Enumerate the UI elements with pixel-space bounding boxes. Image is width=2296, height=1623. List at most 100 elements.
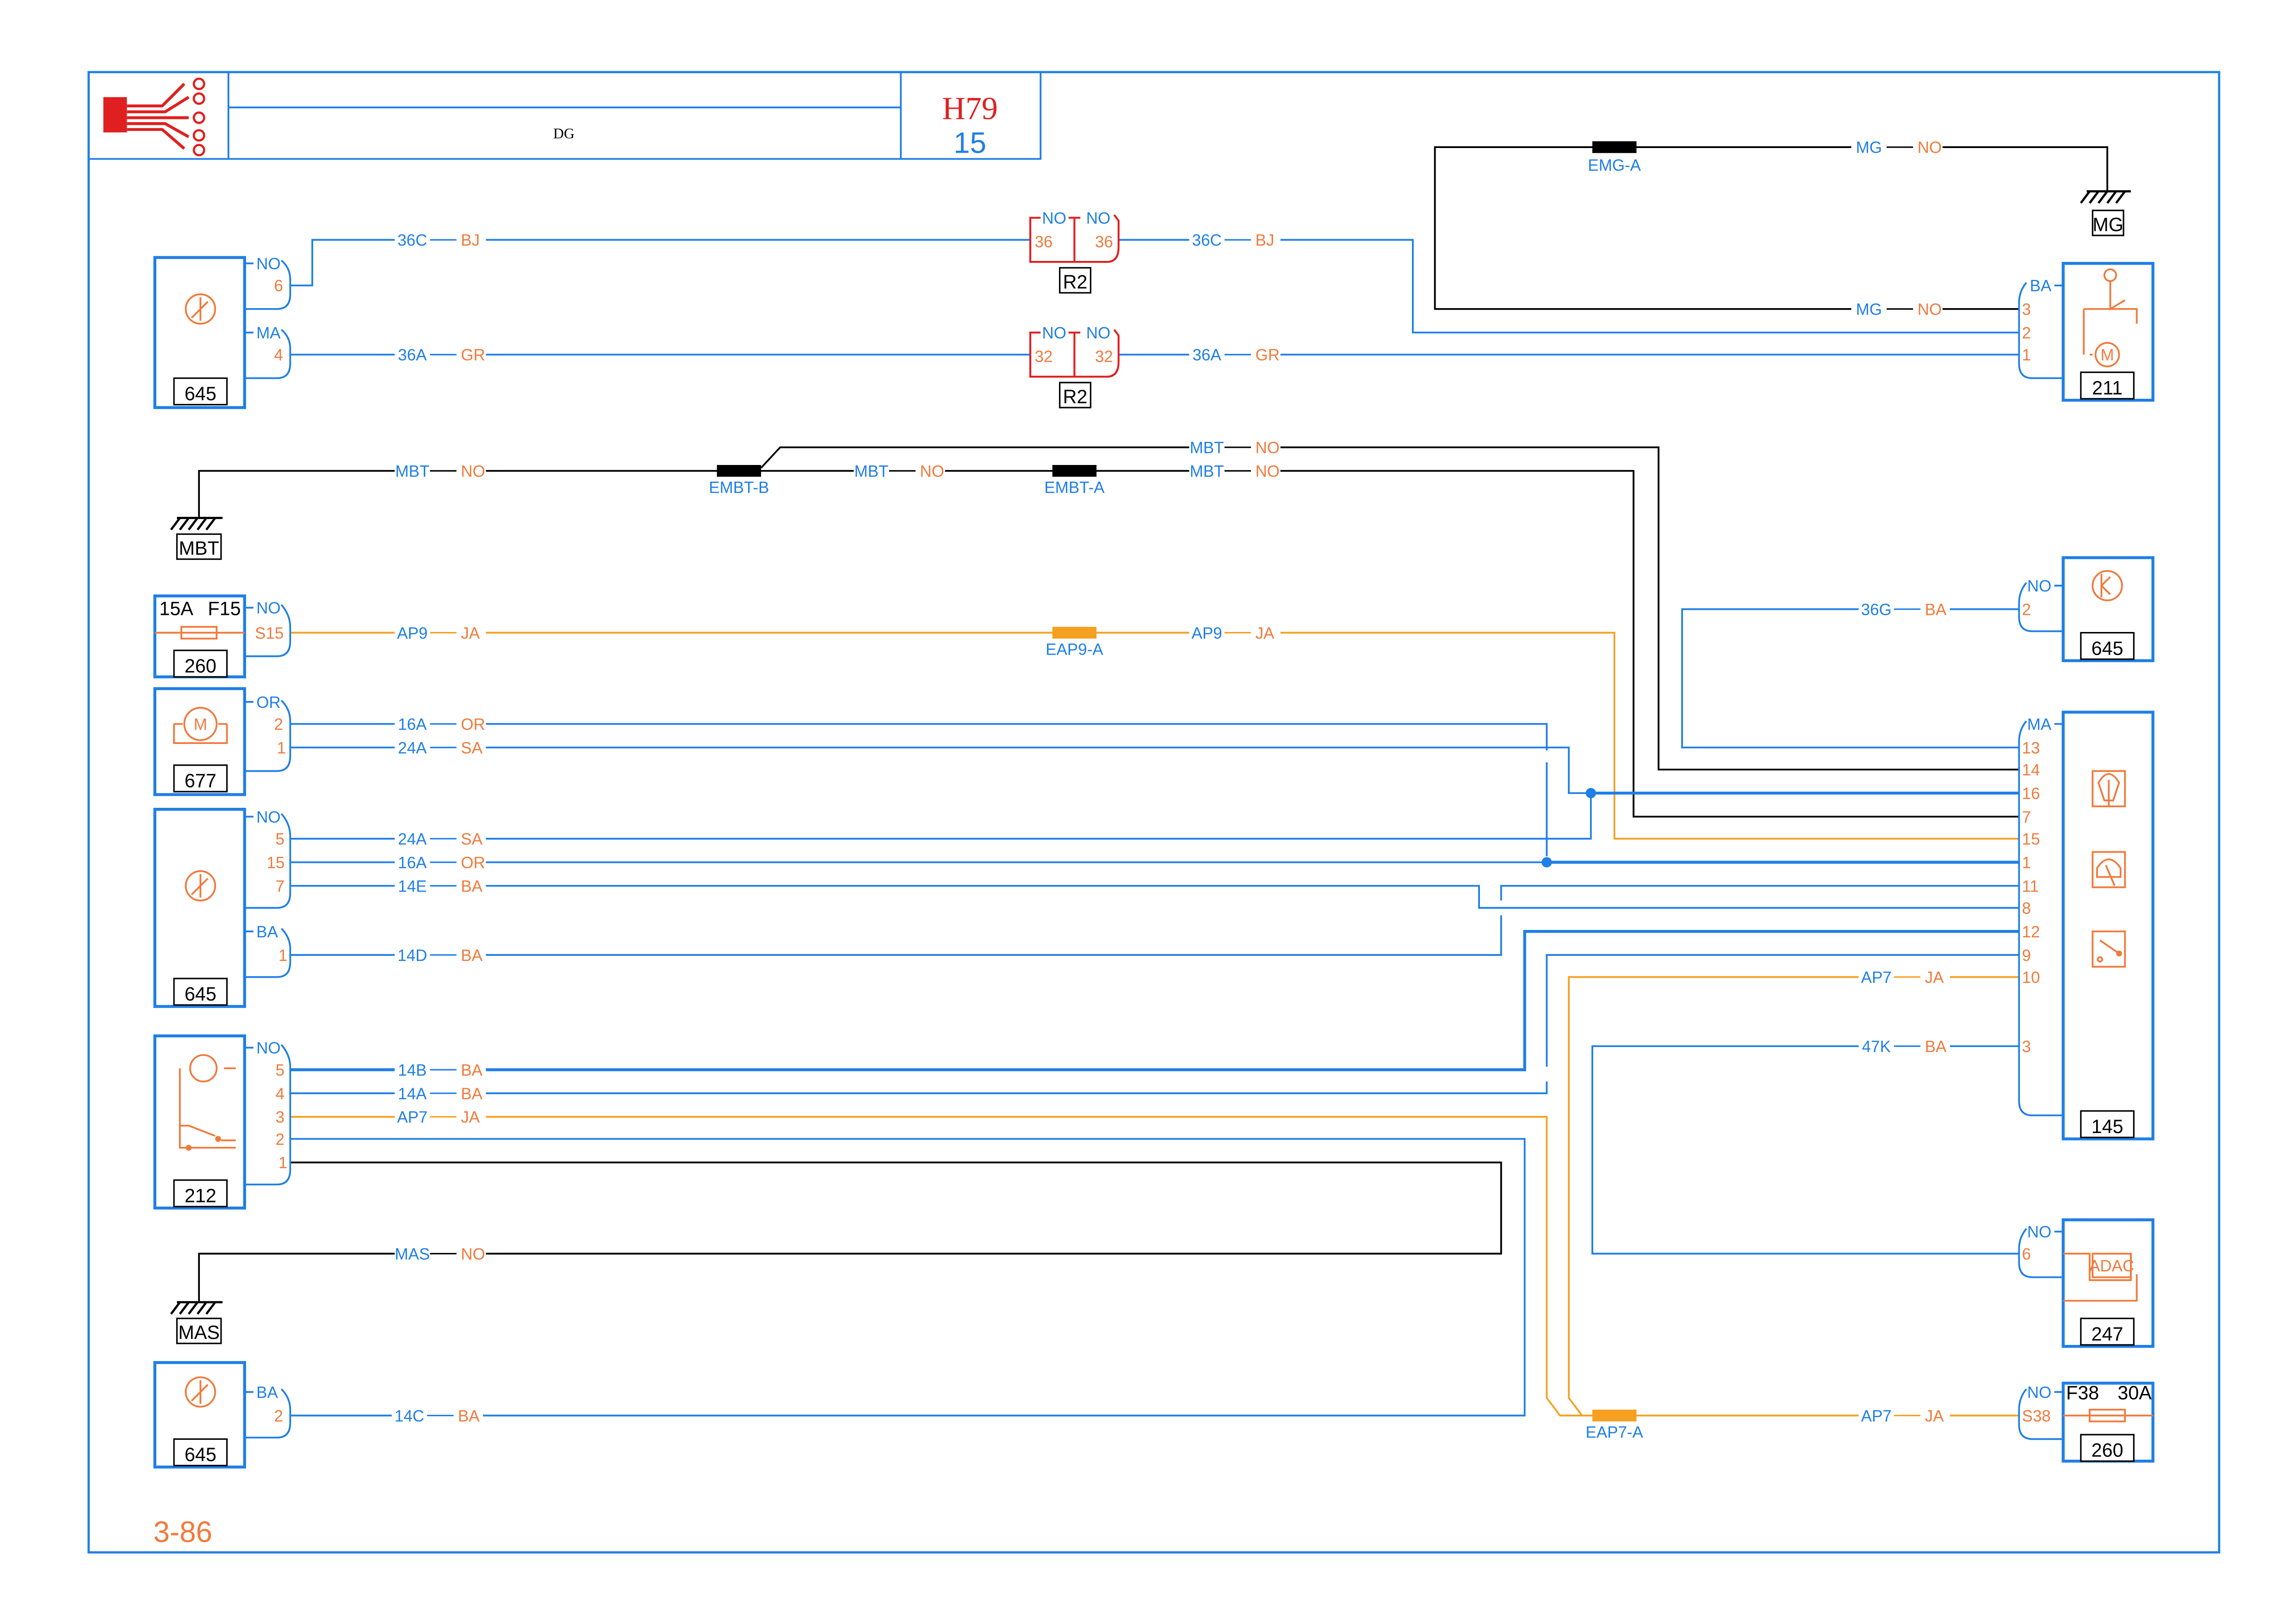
svg-text:36: 36 xyxy=(1035,233,1053,251)
svg-text:4: 4 xyxy=(276,1085,285,1103)
splice-label: EAP7-A xyxy=(1585,1423,1643,1441)
svg-text:NO: NO xyxy=(1086,324,1110,342)
svg-text:M: M xyxy=(2101,346,2114,364)
svg-text:MA: MA xyxy=(2027,715,2052,733)
svg-text:4: 4 xyxy=(274,346,283,364)
wire-code: AP7 xyxy=(1861,969,1892,987)
wire-code: 14B xyxy=(398,1061,427,1079)
splice-label: EAP9-A xyxy=(1046,640,1103,658)
wire-code: AP9 xyxy=(397,624,427,642)
svg-text:645: 645 xyxy=(185,383,217,404)
component-260-fuse-top: 15A F15 260 NO S15 xyxy=(153,594,291,679)
svg-text:ADAC: ADAC xyxy=(2089,1257,2134,1275)
inline-connector-r2-a: NO NO 36 36 R2 xyxy=(1029,209,1120,294)
wire-color: BA xyxy=(1925,1038,1947,1056)
svg-text:677: 677 xyxy=(185,770,217,792)
svg-text:2: 2 xyxy=(274,715,283,733)
svg-text:14: 14 xyxy=(2022,761,2040,779)
svg-text:1: 1 xyxy=(278,947,287,965)
svg-text:MBT: MBT xyxy=(179,538,219,559)
ground-icon xyxy=(170,517,223,531)
component-260-fuse-bottom: F38 30A 260 NO S38 xyxy=(2018,1381,2154,1463)
fuse-icon xyxy=(180,626,218,640)
wire-color: BA xyxy=(461,1085,483,1103)
ground-icon xyxy=(170,1301,223,1315)
splice-label: EMG-A xyxy=(1588,156,1641,174)
svg-text:BA: BA xyxy=(256,1383,278,1401)
front-wiper-icon xyxy=(2092,770,2126,807)
wire-color: JA xyxy=(1925,969,1944,987)
svg-text:5: 5 xyxy=(276,830,285,849)
wire-color: BJ xyxy=(1256,231,1275,249)
svg-text:NO: NO xyxy=(256,808,280,826)
connector-logo-icon xyxy=(103,77,205,156)
ground-icon xyxy=(2079,190,2131,204)
wiper-switch-icon xyxy=(179,1054,236,1151)
svg-text:30A: 30A xyxy=(2117,1382,2152,1404)
wire-code: 36C xyxy=(397,231,427,249)
svg-text:1: 1 xyxy=(277,739,286,757)
wire-color: GR xyxy=(1256,346,1280,364)
svg-text:2: 2 xyxy=(276,1130,285,1148)
svg-text:8: 8 xyxy=(2022,899,2031,917)
svg-text:MA: MA xyxy=(256,324,281,342)
wiper-motor-icon: M xyxy=(2083,268,2138,367)
svg-text:2: 2 xyxy=(2022,601,2031,619)
svg-text:11: 11 xyxy=(2022,877,2039,895)
svg-text:7: 7 xyxy=(2022,808,2031,826)
svg-text:145: 145 xyxy=(2092,1116,2123,1137)
wire-color: BA xyxy=(461,877,483,895)
svg-text:S15: S15 xyxy=(255,624,284,642)
svg-text:NO: NO xyxy=(1042,324,1066,342)
sensor-icon xyxy=(2092,570,2123,601)
svg-text:M: M xyxy=(194,715,207,733)
svg-text:1: 1 xyxy=(2022,346,2031,364)
ground-mbt: MBT xyxy=(170,517,223,560)
wire-code: 24A xyxy=(398,739,427,757)
svg-text:1: 1 xyxy=(2022,854,2031,872)
drawing-code: DG xyxy=(553,125,575,142)
wire-code: 47K xyxy=(1862,1038,1891,1056)
drawing-frame xyxy=(87,71,2221,1554)
component-211: M 211 BA 3 2 1 xyxy=(2018,262,2154,402)
component-145: 145 MA 13 14 16 7 15 1 11 8 12 9 10 3 xyxy=(2018,711,2154,1140)
svg-text:MG: MG xyxy=(2092,214,2123,235)
svg-text:BA: BA xyxy=(256,923,278,941)
wire-color: JA xyxy=(461,1109,480,1127)
adac-module-icon: ADAC xyxy=(2063,1252,2138,1302)
svg-text:NO: NO xyxy=(256,599,280,617)
svg-text:36: 36 xyxy=(1095,233,1113,251)
sensor-icon xyxy=(185,1376,217,1408)
wire-code: 36A xyxy=(1193,346,1222,364)
component-645-mid: 645 NO 5 15 7 BA 1 xyxy=(153,808,291,1008)
svg-text:3: 3 xyxy=(2022,1038,2031,1056)
wire-color: JA xyxy=(1925,1407,1944,1425)
wire-color: OR xyxy=(461,715,485,733)
wire-code: 14D xyxy=(397,947,427,965)
svg-text:S38: S38 xyxy=(2022,1407,2051,1425)
svg-text:BA: BA xyxy=(2030,277,2052,295)
svg-text:645: 645 xyxy=(185,984,217,1005)
title-block: DG H79 15 xyxy=(88,72,1042,160)
svg-text:F38: F38 xyxy=(2066,1382,2099,1404)
wire-color: OR xyxy=(461,854,485,872)
junction-dot xyxy=(1541,857,1552,867)
wire-code: 16A xyxy=(398,715,427,733)
wire-color: GR xyxy=(461,346,485,364)
wire-code: 36G xyxy=(1861,601,1892,619)
svg-text:9: 9 xyxy=(2022,947,2031,965)
svg-text:3: 3 xyxy=(276,1109,285,1127)
fuse-icon xyxy=(2089,1408,2126,1423)
